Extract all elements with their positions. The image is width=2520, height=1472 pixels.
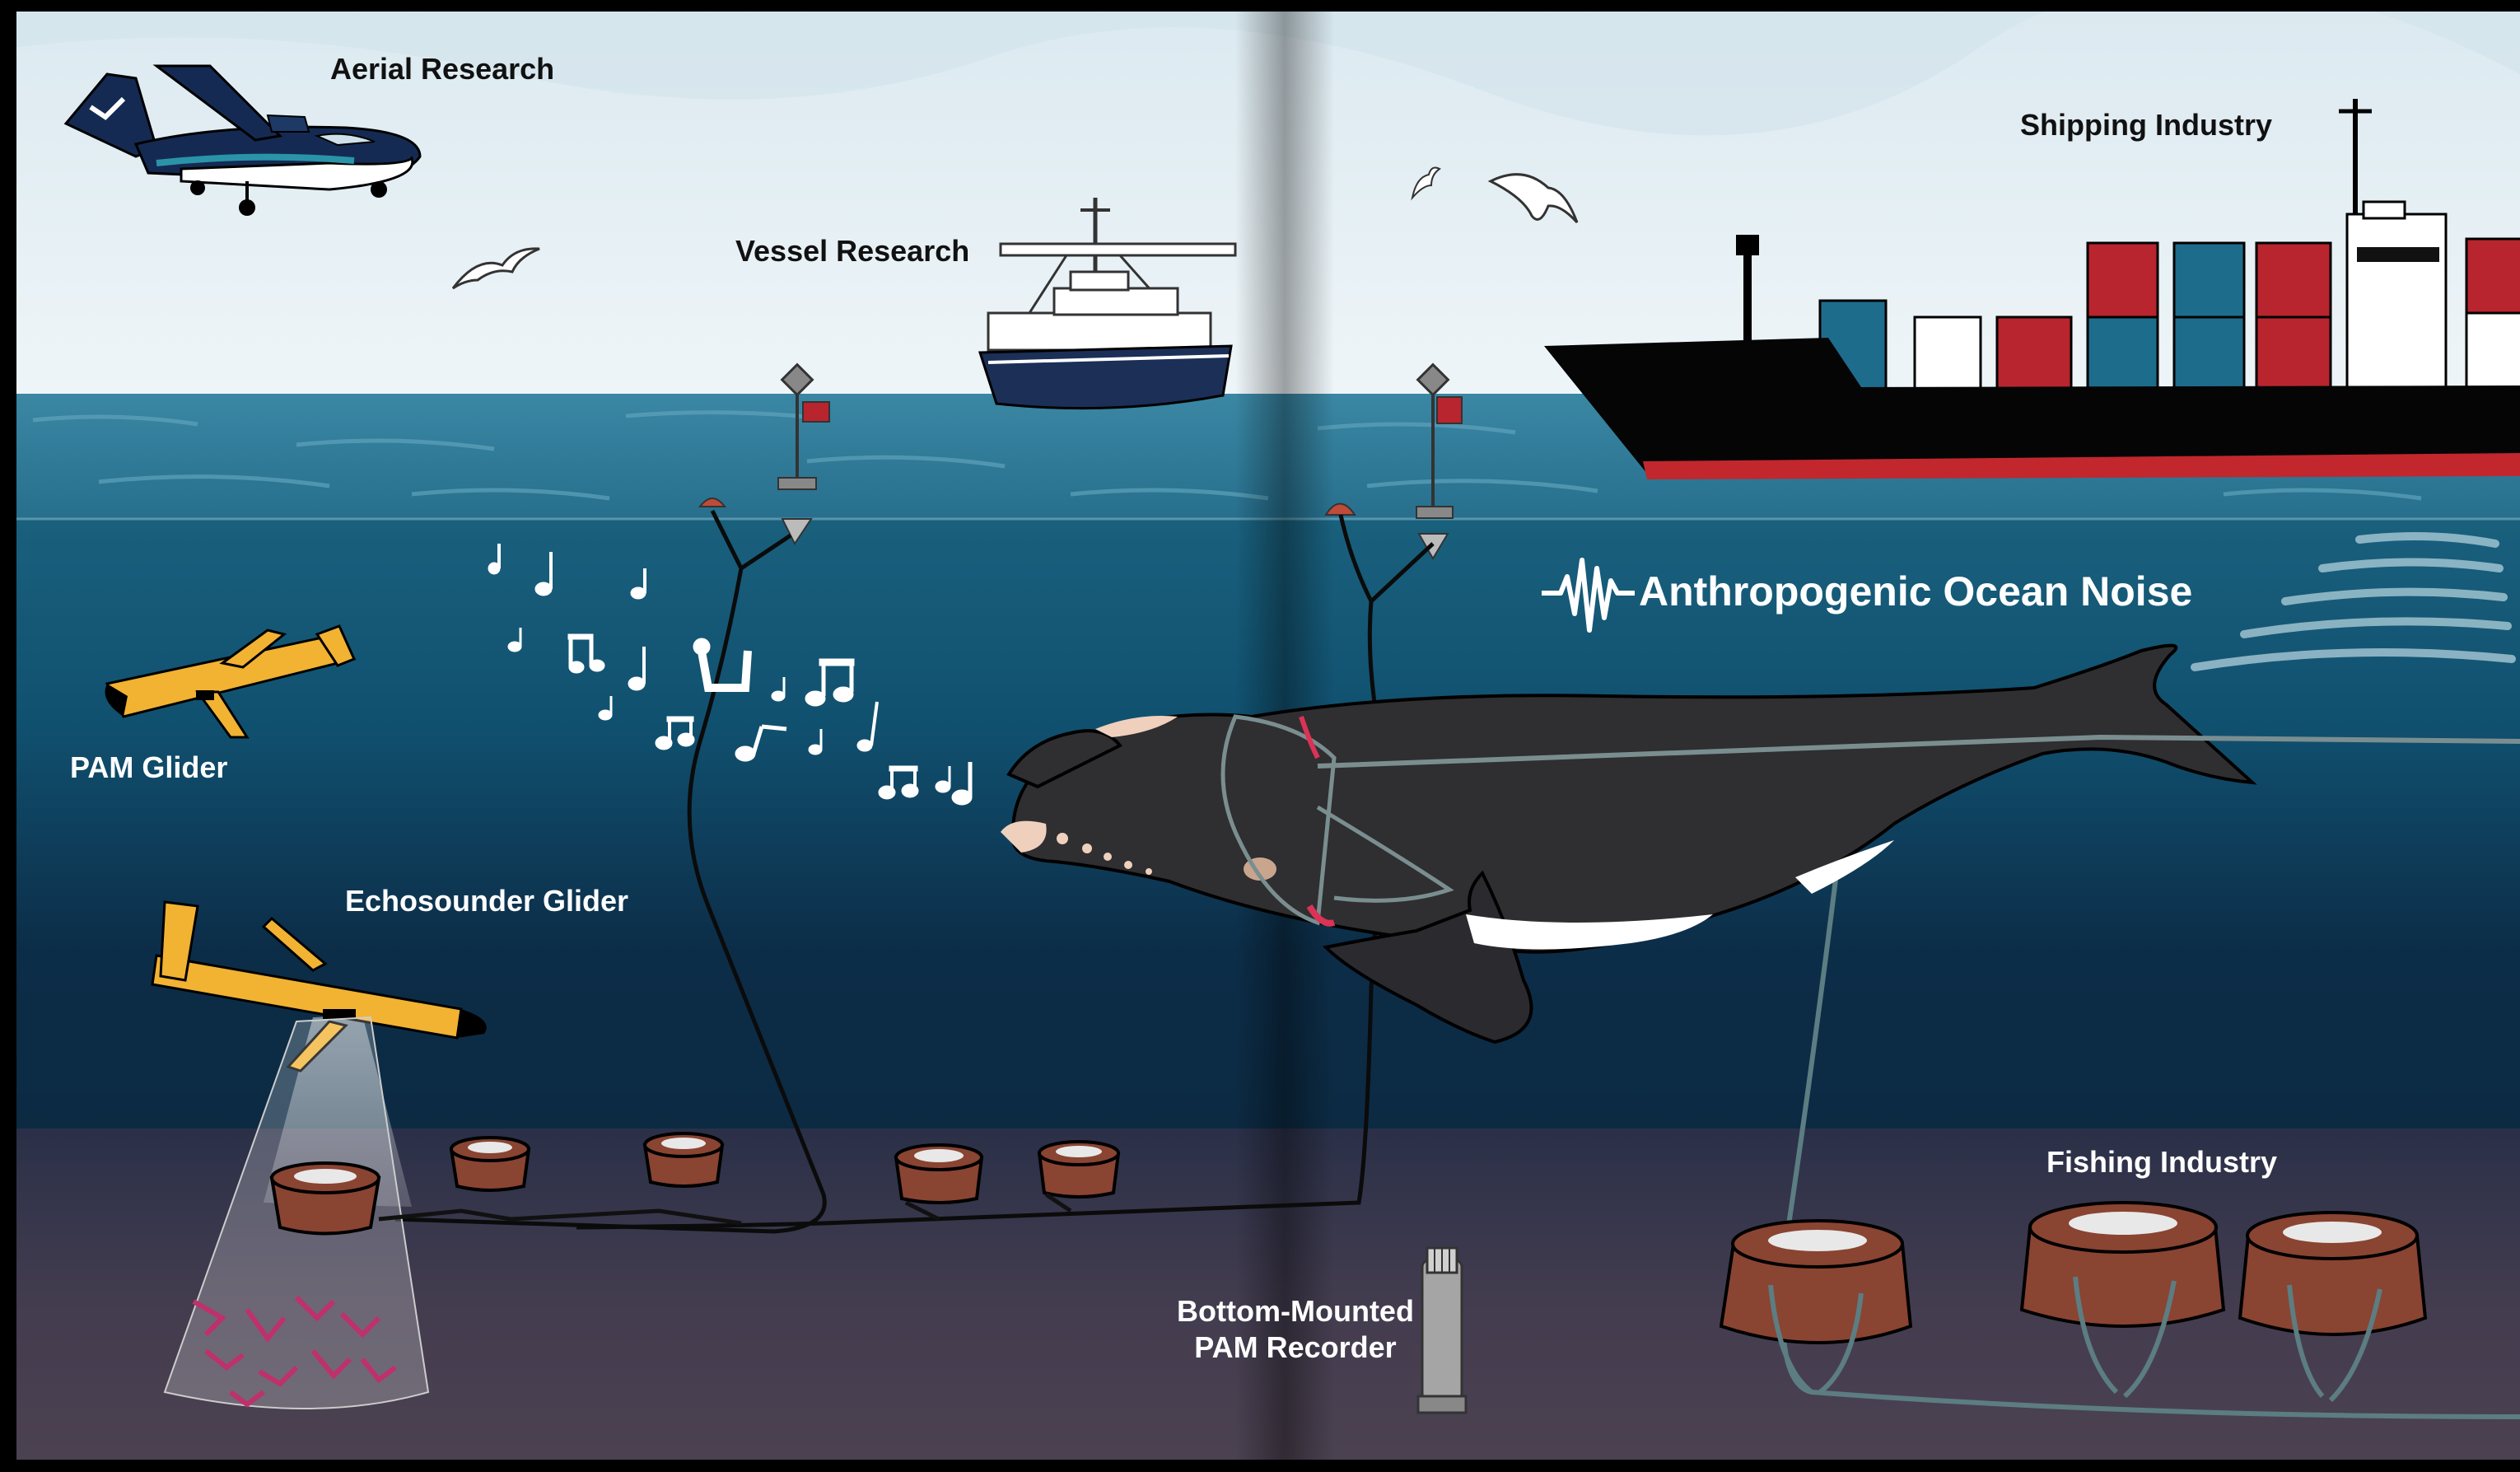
pam-recorder-icon — [1418, 1248, 1466, 1413]
shipping-industry-label: Shipping Industry — [2020, 107, 2272, 143]
bottom-mounted-line2: PAM Recorder — [1168, 1329, 1423, 1366]
frame-top — [0, 0, 2520, 12]
echosounder-glider-label: Echosounder Glider — [345, 883, 628, 919]
frame-bottom — [0, 1460, 2520, 1472]
lobster-trap-icon — [272, 1163, 379, 1234]
bottom-mounted-line1: Bottom-Mounted — [1168, 1293, 1423, 1329]
fishing-industry-label: Fishing Industry — [2046, 1144, 2277, 1180]
anthropogenic-noise-label: Anthropogenic Ocean Noise — [1639, 567, 2192, 616]
lobster-trap-icon — [896, 1145, 982, 1203]
frame-left — [0, 0, 16, 1472]
lobster-trap-icon — [1039, 1142, 1118, 1197]
vessel-research-label: Vessel Research — [735, 233, 969, 269]
lobster-trap-icon — [451, 1138, 529, 1190]
pam-glider-label: PAM Glider — [70, 750, 227, 786]
lobster-trap-icon — [645, 1133, 722, 1186]
bottom-mounted-recorder-label: Bottom-Mounted PAM Recorder — [1168, 1293, 1423, 1366]
aerial-research-label: Aerial Research — [330, 51, 554, 87]
